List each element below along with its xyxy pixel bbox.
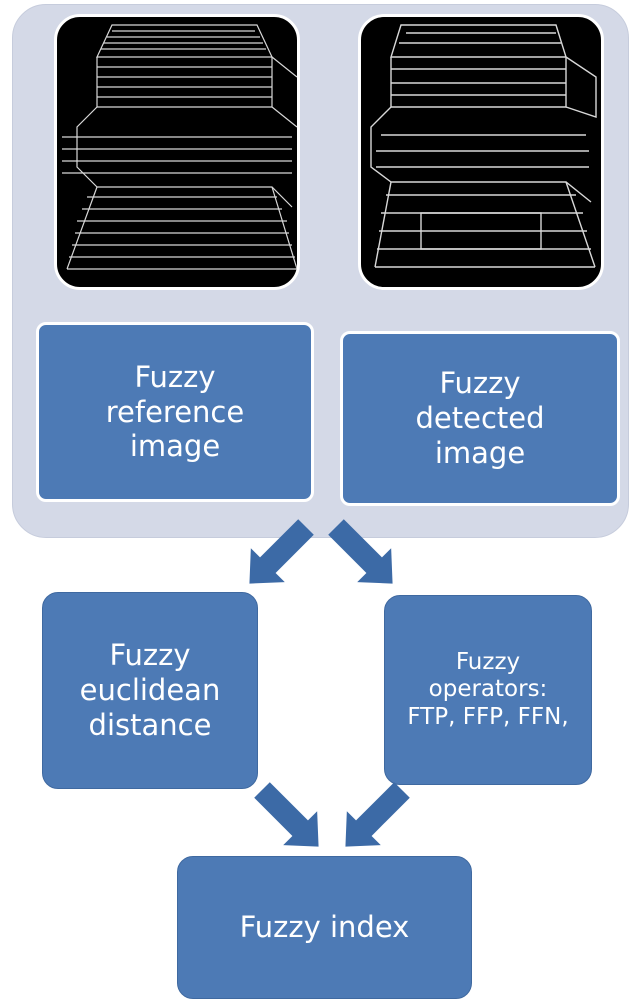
arrow-operators-to-index-icon [345, 782, 410, 847]
arrow-distance-to-index-icon [254, 782, 319, 847]
detected-box-line-1: Fuzzy [439, 366, 521, 401]
reference-edge-lines [62, 24, 297, 270]
operators-box-line-2: operators: [428, 676, 548, 703]
detected-box-line-3: image [434, 435, 526, 470]
fuzzy-index-box: Fuzzy index [177, 856, 472, 999]
reference-box-line-3: image [129, 429, 221, 464]
fuzzy-detected-image-box: Fuzzy detected image [340, 331, 620, 506]
fuzzy-euclidean-distance-box: Fuzzy euclidean distance [42, 592, 258, 789]
reference-edge-image [54, 14, 300, 290]
fuzzy-operators-box: Fuzzy operators: FTP, FFP, FFN, [384, 595, 592, 785]
operators-box-line-1: Fuzzy [455, 648, 521, 675]
distance-box-line-1: Fuzzy [109, 638, 191, 673]
distance-box-line-3: distance [88, 707, 212, 742]
detected-edge-lines [370, 24, 597, 268]
detected-box-line-2: detected [415, 401, 545, 436]
operators-box-line-3: FTP, FFP, FFN, [407, 703, 569, 730]
reference-box-line-1: Fuzzy [134, 359, 216, 394]
fuzzy-reference-image-box: Fuzzy reference image [36, 322, 314, 502]
distance-box-line-2: euclidean [79, 673, 221, 708]
index-box-label: Fuzzy index [239, 910, 410, 945]
detected-edge-image [358, 14, 604, 290]
reference-box-line-2: reference [105, 394, 245, 429]
